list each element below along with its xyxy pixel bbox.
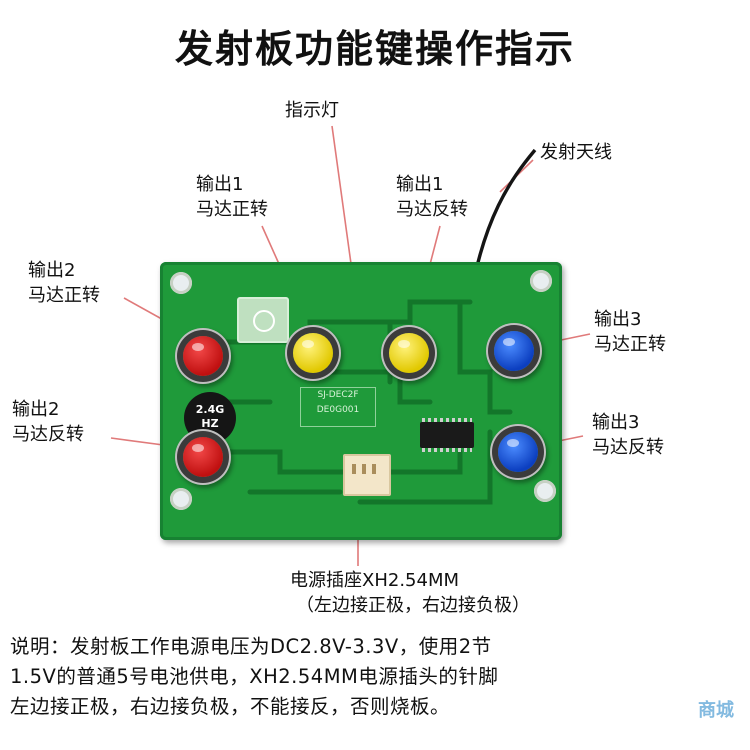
mount-hole xyxy=(170,488,192,510)
power-socket-label-line1: 电源插座XH2.54MM xyxy=(290,570,460,591)
power-socket-label-line2: （左边接正极，右边接负极） xyxy=(296,595,530,616)
out3-forward-label-line2: 马达正转 xyxy=(594,334,666,355)
output3-forward-button[interactable] xyxy=(494,331,534,371)
out3-reverse-label: 输出3 马达反转 xyxy=(592,410,664,460)
power-socket xyxy=(343,454,391,496)
frequency-badge: 2.4G HZ xyxy=(184,392,236,444)
output2-reverse-button[interactable] xyxy=(183,437,223,477)
out3-forward-label-line1: 输出3 xyxy=(594,309,642,330)
watermark-text: 商城 xyxy=(698,700,734,721)
output1-reverse-button[interactable] xyxy=(389,333,429,373)
out1-forward-label: 输出1 马达正转 xyxy=(196,172,268,222)
store-watermark: 商城 xyxy=(600,690,740,740)
transmitter-board: 2.4G HZ SJ-DEC2F DE0G001 xyxy=(160,262,562,540)
out2-forward-label: 输出2 马达正转 xyxy=(28,258,100,308)
silk-line2: DE0G001 xyxy=(316,405,360,415)
out2-forward-label-line1: 输出2 xyxy=(28,260,76,281)
note-line3: 左边接正极，右边接负极，不能接反，否则烧板。 xyxy=(10,695,451,718)
indicator-label: 指示灯 xyxy=(285,100,339,121)
power-socket-label: 电源插座XH2.54MM （左边接正极，右边接负极） xyxy=(290,568,530,618)
output3-reverse-button[interactable] xyxy=(498,432,538,472)
antenna-label: 发射天线 xyxy=(540,142,612,163)
out3-reverse-label-line2: 马达反转 xyxy=(592,437,664,458)
instruction-note: 说明：发射板工作电源电压为DC2.8V-3.3V，使用2节 1.5V的普通5号电… xyxy=(10,632,740,722)
out3-forward-label: 输出3 马达正转 xyxy=(594,307,666,357)
note-line1: 说明：发射板工作电源电压为DC2.8V-3.3V，使用2节 xyxy=(10,635,492,658)
mount-hole xyxy=(170,272,192,294)
board-silkscreen: SJ-DEC2F DE0G001 xyxy=(300,387,376,427)
out3-reverse-label-line1: 输出3 xyxy=(592,412,640,433)
indicator-led-area xyxy=(237,297,289,343)
out1-reverse-label-line2: 马达反转 xyxy=(396,199,468,220)
badge-line2: HZ xyxy=(201,417,219,430)
output2-forward-button[interactable] xyxy=(183,336,223,376)
out1-reverse-label-line1: 输出1 xyxy=(396,174,444,195)
mount-hole xyxy=(534,480,556,502)
ic-chip xyxy=(420,418,474,452)
out2-reverse-label: 输出2 马达反转 xyxy=(12,397,84,447)
note-line2: 1.5V的普通5号电池供电，XH2.54MM电源插头的针脚 xyxy=(10,665,499,688)
badge-line1: 2.4G xyxy=(195,403,225,416)
output1-forward-button[interactable] xyxy=(293,333,333,373)
out2-reverse-label-line1: 输出2 xyxy=(12,399,60,420)
out2-forward-label-line2: 马达正转 xyxy=(28,285,100,306)
out2-reverse-label-line2: 马达反转 xyxy=(12,424,84,445)
out1-forward-label-line1: 输出1 xyxy=(196,174,244,195)
out1-forward-label-line2: 马达正转 xyxy=(196,199,268,220)
out1-reverse-label: 输出1 马达反转 xyxy=(396,172,468,222)
page-title: 发射板功能键操作指示 xyxy=(174,27,575,71)
silk-line1: SJ-DEC2F xyxy=(317,390,359,400)
mount-hole xyxy=(530,270,552,292)
pcb-traces xyxy=(197,299,513,505)
